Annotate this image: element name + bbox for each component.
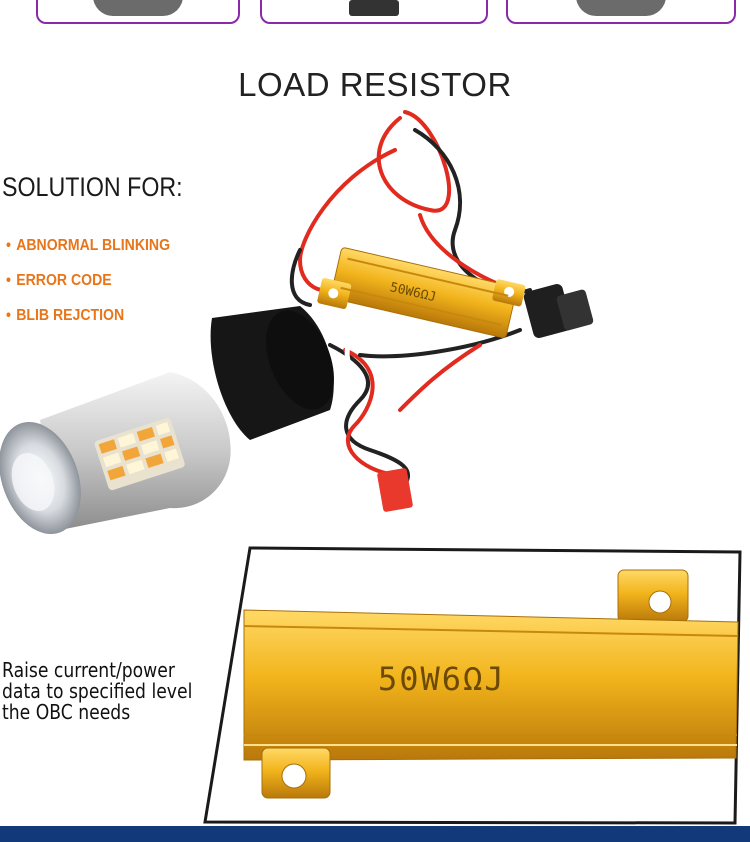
solution-list: • ABNORMAL BLINKING • ERROR CODE • BLIB REJ… — [6, 236, 192, 341]
thumbnail-image — [576, 0, 666, 16]
solution-item-label: ABNORMAL BLINKING — [16, 237, 171, 254]
solution-item: • ABNORMAL BLINKING — [6, 236, 170, 271]
solution-heading: SOLUTION FOR: — [2, 172, 183, 202]
top-thumbnail-card-2 — [260, 0, 488, 24]
solution-item: • BLIB REJCTION — [6, 306, 170, 341]
description-text: Raise current/power data to specified le… — [2, 660, 208, 723]
resistor-closeup-panel: 50W6ΩJ — [203, 546, 742, 825]
load-resistor-icon: 50W6ΩJ — [317, 247, 526, 338]
bullet-icon: • — [6, 237, 11, 254]
description-line: Raise current/power — [2, 658, 175, 682]
solution-item-label: ERROR CODE — [16, 272, 112, 289]
led-bulb-icon — [0, 306, 334, 535]
top-thumbnail-card-1 — [36, 0, 240, 24]
description-line: data to specified level — [2, 679, 193, 703]
solution-item-label: BLIB REJCTION — [16, 307, 125, 324]
wire-connector-icon — [377, 283, 594, 512]
bullet-icon: • — [6, 307, 11, 324]
thumbnail-image — [349, 0, 399, 16]
solution-item: • ERROR CODE — [6, 271, 170, 306]
wire-harness-icon — [289, 110, 532, 532]
bullet-icon: • — [6, 272, 11, 289]
page-title: LOAD RESISTOR — [238, 66, 512, 103]
footer-bar — [0, 826, 750, 842]
description-line: the OBC needs — [2, 700, 131, 724]
large-resistor-marking: 50W6ΩJ — [378, 660, 506, 698]
led-chip-array — [94, 418, 185, 491]
top-thumbnail-card-3 — [506, 0, 736, 24]
thumbnail-image — [93, 0, 183, 16]
